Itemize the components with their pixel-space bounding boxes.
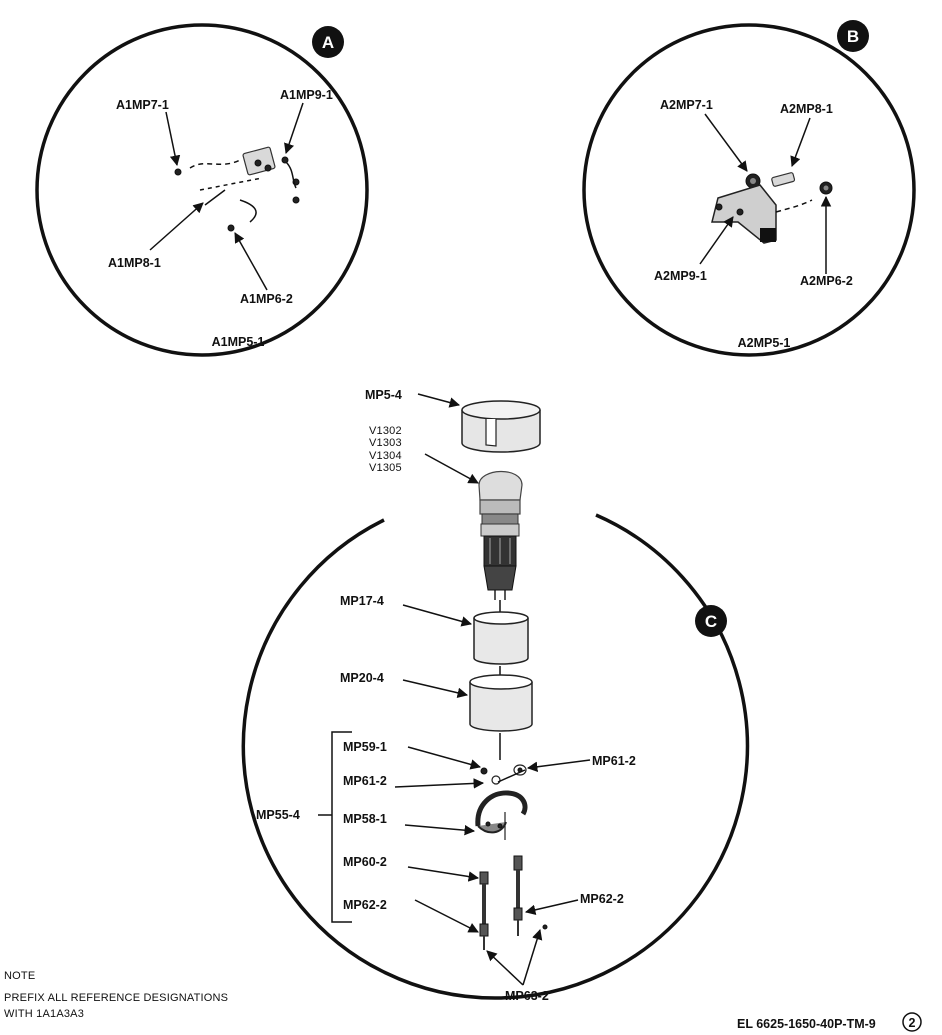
sheet-number-circle xyxy=(902,1012,922,1032)
detail-a-badge-letter: A xyxy=(322,33,334,52)
cap-mp5-4 xyxy=(461,400,541,453)
label-mp20-4: MP20-4 xyxy=(340,671,384,685)
label-v1304: V1304 xyxy=(369,450,402,462)
label-a2mp9-1: A2MP9-1 xyxy=(654,269,707,283)
detail-b-parts xyxy=(711,172,833,244)
label-mp60-2: MP60-2 xyxy=(343,855,387,869)
detail-a-parts xyxy=(174,146,300,232)
detail-a-circle xyxy=(35,23,369,357)
label-a1mp9-1: A1MP9-1 xyxy=(280,88,333,102)
detail-view-b: B A2MP7-1 A2MP8-1 A2MP9-1 A2MP6-2 A2MP5-… xyxy=(582,20,916,357)
label-mp62-2-left: MP62-2 xyxy=(343,898,387,912)
shield-mp20-4 xyxy=(469,674,533,732)
note-line-1: PREFIX ALL REFERENCE DESIGNATIONS xyxy=(4,992,228,1004)
label-v1305: V1305 xyxy=(369,462,402,474)
detail-b-circle xyxy=(582,23,916,357)
label-mp55-4: MP55-4 xyxy=(256,808,300,822)
posts-mp60-2 xyxy=(479,855,548,950)
figure-identifier: EL 6625-1650-40P-TM-9 2 xyxy=(737,1012,922,1032)
clamp-assembly-mp55-4 xyxy=(475,764,528,840)
sheet-number: 2 xyxy=(909,1016,916,1030)
label-v1302: V1302 xyxy=(369,425,402,437)
detail-b-badge-letter: B xyxy=(847,27,859,46)
tube-v1302-v1305 xyxy=(478,470,523,600)
detail-a-badge xyxy=(312,26,344,58)
detail-a-title: A1MP5-1 xyxy=(212,335,265,349)
note-line-2: WITH 1A1A3A3 xyxy=(4,1008,84,1020)
label-a2mp6-2: A2MP6-2 xyxy=(800,274,853,288)
label-a2mp8-1: A2MP8-1 xyxy=(780,102,833,116)
label-a1mp6-2: A1MP6-2 xyxy=(240,292,293,306)
label-mp62-2-right: MP62-2 xyxy=(580,892,624,906)
note-block: NOTE PREFIX ALL REFERENCE DESIGNATIONS W… xyxy=(4,970,228,1020)
label-a1mp8-1: A1MP8-1 xyxy=(108,256,161,270)
shield-mp17-4 xyxy=(473,611,529,665)
label-mp61-2-left: MP61-2 xyxy=(343,774,387,788)
label-mp58-1: MP58-1 xyxy=(343,812,387,826)
label-mp61-2-right: MP61-2 xyxy=(592,754,636,768)
label-mp63-2: MP63-2 xyxy=(505,989,549,1003)
label-v1303: V1303 xyxy=(369,437,402,449)
note-heading: NOTE xyxy=(4,970,35,982)
detail-c-circle xyxy=(241,513,750,1000)
label-a2mp7-1: A2MP7-1 xyxy=(660,98,713,112)
detail-b-badge xyxy=(837,20,869,52)
label-mp17-4: MP17-4 xyxy=(340,594,384,608)
detail-view-a: A A1MP7-1 A1MP9-1 A1MP8-1 A1MP6-2 A1MP5-… xyxy=(35,23,369,357)
detail-b-title: A2MP5-1 xyxy=(738,336,791,350)
detail-c-badge-letter: C xyxy=(705,612,717,631)
label-mp59-1: MP59-1 xyxy=(343,740,387,754)
detail-c-badge xyxy=(695,605,727,637)
label-a1mp7-1: A1MP7-1 xyxy=(116,98,169,112)
detail-view-c: C xyxy=(241,388,750,1003)
bracket-mp55-4 xyxy=(331,731,352,923)
label-mp5-4: MP5-4 xyxy=(365,388,402,402)
figure-id-text: EL 6625-1650-40P-TM-9 xyxy=(737,1017,876,1031)
